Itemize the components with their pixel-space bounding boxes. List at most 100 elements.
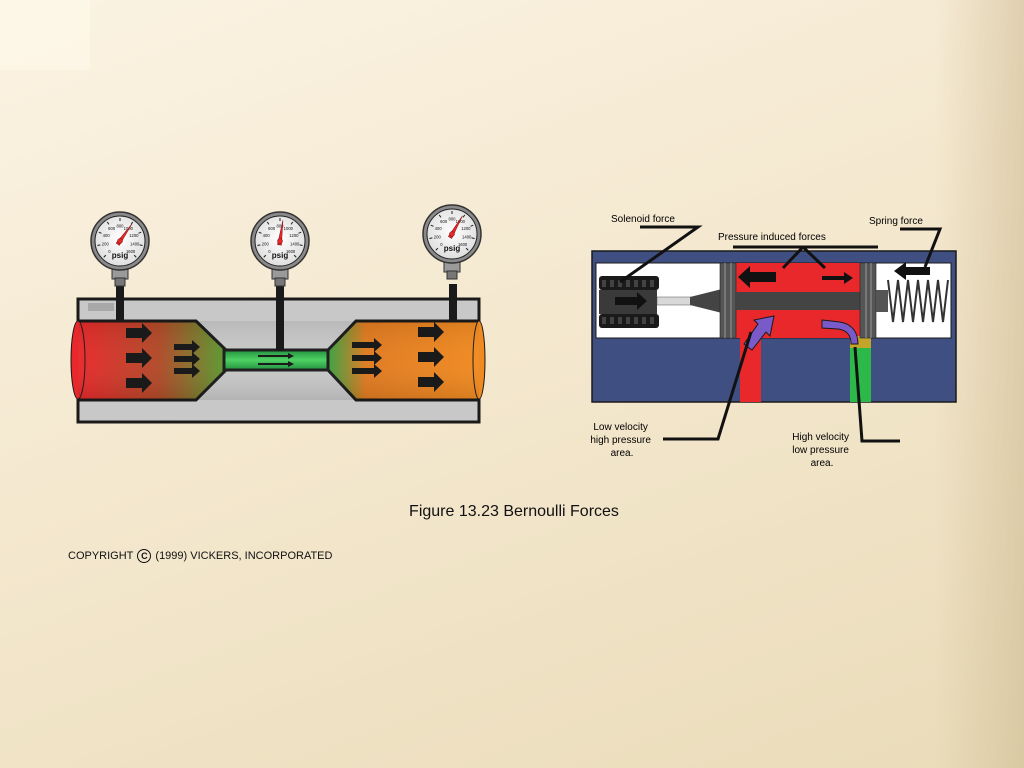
label-high-velocity-line: area. [811,458,834,469]
gauge-tick [435,247,439,251]
label-solenoid-force: Solenoid force [611,214,675,225]
gauge-tick [138,231,142,234]
gauge-tick-label: 200 [262,241,270,246]
spring-force-arrow [894,262,930,280]
flow-arrow [126,323,152,343]
gauge-tick [257,244,261,246]
flow-arrow [352,351,382,365]
gauge-tick-label: 800 [277,224,285,229]
flow-arrow [174,364,200,378]
copyright-prefix: COPYRIGHT [68,550,134,562]
gauge-tick-label: 0 [268,249,271,254]
gauge-tick [97,244,101,246]
gauge-tick [471,237,475,239]
gauge-tick-label: 1400 [462,234,472,239]
gauge-tick [98,231,102,234]
label-high-velocity-line: High velocity [792,432,849,443]
gauge-tick [130,221,134,225]
gauge-tick [430,224,434,227]
push-pin [656,296,692,306]
gauge-tick-label: 1000 [456,219,466,224]
flow-arrow-inlet [743,315,775,351]
spool-land-left [719,262,737,339]
gauge-hub [449,231,455,237]
label-low-velocity-line: area. [611,448,634,459]
leader-solenoid [619,225,703,284]
gauge-tick-label: 1200 [129,233,139,238]
gauge-unit-label: psig [112,251,129,260]
leader-high-velocity [853,346,900,443]
gauge-tick [462,214,466,218]
gauge-tick-label: 0 [108,249,111,254]
spool-stem [690,289,722,313]
label-pressure-forces: Pressure induced forces [718,232,826,243]
flow-arrow [258,353,294,359]
gauge-tick [465,247,469,251]
gauge-tick [103,254,107,258]
gauge-tick [438,214,442,218]
gauge-hub [117,238,123,244]
return-spring [887,279,949,323]
gauge-tick-label: 200 [102,241,110,246]
gauge-tick [299,244,303,246]
gauge-tick [293,254,297,258]
gauge-tick-label: 1600 [458,242,468,247]
label-high-velocity-line: low pressure [792,445,849,456]
background-glow [0,0,90,70]
label-low-velocity: Low velocity high pressure area. [590,422,653,459]
flow-arrow [126,373,152,393]
flow-arrow [174,352,200,366]
flow-arrow [418,322,444,342]
gauge-tick-label: 400 [103,233,111,238]
gauge-unit-label: psig [444,244,461,253]
gauge-tick [258,231,262,234]
flow-arrow-outlet [821,319,859,345]
spool-valve-assembly [591,225,957,443]
flow-arrow [258,361,294,367]
label-low-velocity-line: high pressure [590,435,651,446]
gauge-tick-label: 600 [440,219,448,224]
gauge-unit-label: psig [272,251,289,260]
gauge-tick [429,237,433,239]
copyright-symbol: C [137,549,152,563]
gauge-tick [106,221,110,225]
gauge-tick-label: 1200 [289,233,299,238]
pressure-arrow-right [822,272,853,284]
gauge-hub [277,238,283,244]
flow-arrow [174,340,200,354]
figure-caption: Figure 13.23 Bernoulli Forces [409,503,619,520]
gauge-tick [133,254,137,258]
gauge-tick-label: 1000 [284,226,294,231]
gauge-tick-label: 800 [449,217,457,222]
gauge-tick-label: 400 [263,233,271,238]
venturi-flow-arrows [126,322,444,393]
flow-arrow [418,372,444,392]
label-low-velocity-line: Low velocity [593,422,647,433]
gauge-tick [470,224,474,227]
leader-low-velocity [663,331,753,441]
leader-pressure-left [781,245,805,270]
leader-spring [900,227,943,268]
gauge-tick [266,221,270,225]
label-spring-force: Spring force [869,216,923,227]
label-high-velocity: High velocity low pressure area. [792,432,851,469]
gauge-tick-label: 1400 [130,241,140,246]
spool-land-right [859,262,877,339]
gauge-tick-label: 600 [268,226,276,231]
copyright-text: (1999) VICKERS, INCORPORATED [155,550,333,562]
gauge-tick [263,254,267,258]
gauge-tick-label: 400 [435,226,443,231]
gauge-tick [139,244,143,246]
spool-rod [736,292,860,310]
gauge-tick-label: 1200 [461,226,471,231]
gauge-tick-label: 600 [108,226,116,231]
gauge-tick-label: 0 [440,242,443,247]
copyright-notice: COPYRIGHT C (1999) VICKERS, INCORPORATED [68,549,332,563]
gauge-tick-label: 1600 [126,249,136,254]
flow-arrow [352,364,382,378]
flow-arrow [352,338,382,352]
